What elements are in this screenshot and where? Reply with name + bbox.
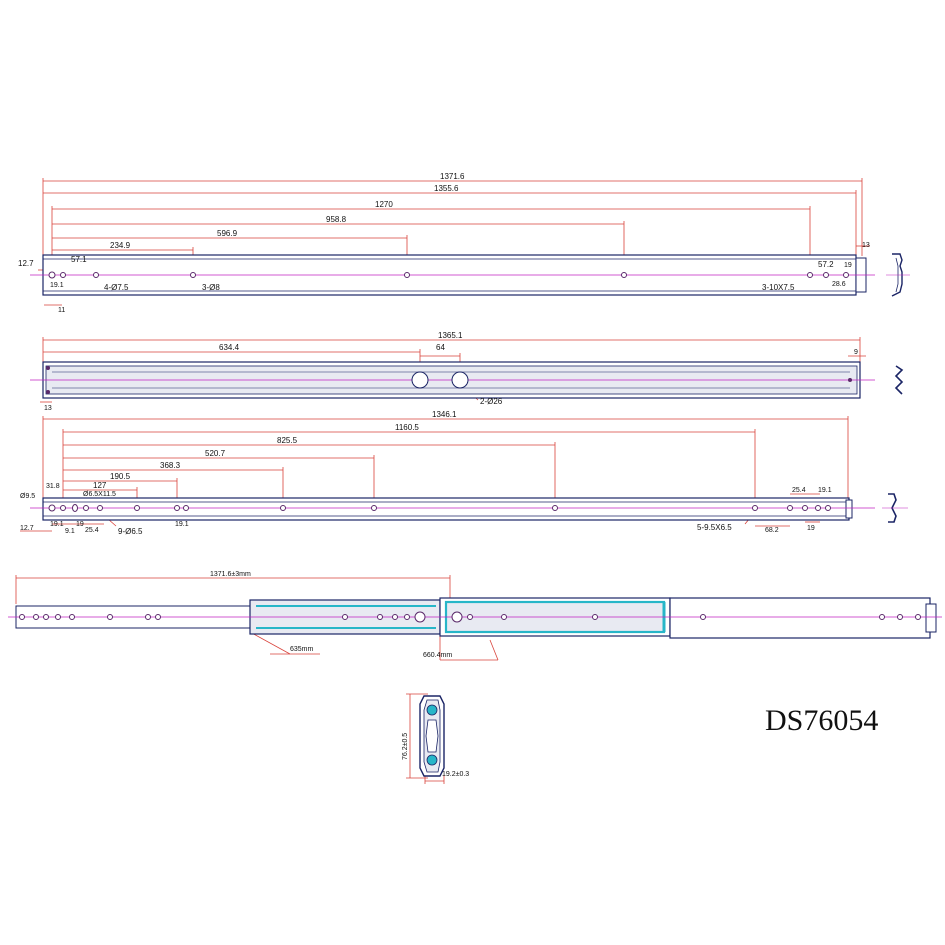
dim-57-2: 57.2 (818, 260, 834, 269)
dim-19-1-c: 19.1 (175, 521, 189, 528)
dim-19-b: 19 (76, 521, 84, 528)
dim-234-9: 234.9 (110, 241, 131, 250)
dim-1160-5: 1160.5 (395, 423, 419, 432)
dim-height-76-2: 76.2±0.5 (402, 733, 409, 760)
dim-19: 19 (844, 262, 852, 269)
dim-127: 127 (93, 481, 107, 490)
dim-520-7: 520.7 (205, 449, 226, 458)
model-code: DS76054 (765, 704, 878, 737)
dim-12-7: 12.7 (18, 259, 34, 268)
dim-19-1: 19.1 (50, 282, 64, 289)
callout-3-slots: 3-10X7.5 (762, 283, 795, 292)
callout-5-slots: 5-9.5X6.5 (697, 523, 732, 532)
view-middle-member: 1365.1 634.4 64 9 13 2-Ø26 (30, 331, 904, 412)
view-inner-member: 1346.1 1160.5 825.5 520.7 368.3 190.5 12… (20, 410, 908, 536)
dim-1365-1: 1365.1 (438, 331, 463, 340)
dim-634-4: 634.4 (219, 343, 240, 352)
dim-1346-1: 1346.1 (432, 410, 457, 419)
dim-11: 11 (58, 307, 65, 314)
dim-64: 64 (436, 343, 445, 352)
dim-635mm: 635mm (290, 646, 314, 653)
dim-57-1: 57.1 (71, 255, 87, 264)
dim-31-8: 31.8 (46, 483, 60, 490)
callout-9-holes: 9-Ø6.5 (118, 527, 143, 536)
dim-25-4-c: 25.4 (792, 487, 806, 494)
dim-total-length: 1371.6±3mm (210, 571, 251, 578)
dim-9: 9 (854, 349, 858, 356)
dim-368-3: 368.3 (160, 461, 181, 470)
dim-slot-6-5x11-5: Ø6.5X11.5 (83, 491, 116, 498)
dim-596-9: 596.9 (217, 229, 238, 238)
dim-25-4-b: 25.4 (85, 527, 99, 534)
dim-28-6: 28.6 (832, 281, 846, 288)
dim-68-2: 68.2 (765, 527, 779, 534)
view-assembly-extended: 1371.6±3mm 635mm 660.4mm (8, 571, 942, 661)
dim-1270: 1270 (375, 200, 393, 209)
dim-825-5: 825.5 (277, 436, 298, 445)
dim-1355-6: 1355.6 (434, 184, 459, 193)
holes (48, 271, 849, 279)
callout-4-holes: 4-Ø7.5 (104, 283, 129, 292)
dim-width-19-2: 19.2±0.3 (442, 771, 469, 778)
view-outer-member: 1371.6 1355.6 1270 958.8 596.9 234.9 57.… (18, 172, 910, 314)
dim-dia-9-5: Ø9.5 (20, 493, 35, 500)
dim-19-c: 19 (807, 525, 815, 532)
callout-2-holes: 2-Ø26 (480, 397, 503, 406)
dim-958-8: 958.8 (326, 215, 347, 224)
dim-660-4mm: 660.4mm (423, 652, 452, 659)
dim-19-1-b: 19.1 (50, 521, 64, 528)
dim-13-b: 13 (44, 405, 52, 412)
dim-13: 13 (862, 242, 870, 249)
dim-19-1-d: 19.1 (818, 487, 832, 494)
dim-9-1: 9.1 (65, 528, 75, 535)
dim-1371-6: 1371.6 (440, 172, 465, 181)
view-cross-section: 76.2±0.5 19.2±0.3 (402, 693, 469, 784)
dim-190-5: 190.5 (110, 472, 131, 481)
callout-3-holes: 3-Ø8 (202, 283, 220, 292)
dim-12-7-b: 12.7 (20, 525, 34, 532)
